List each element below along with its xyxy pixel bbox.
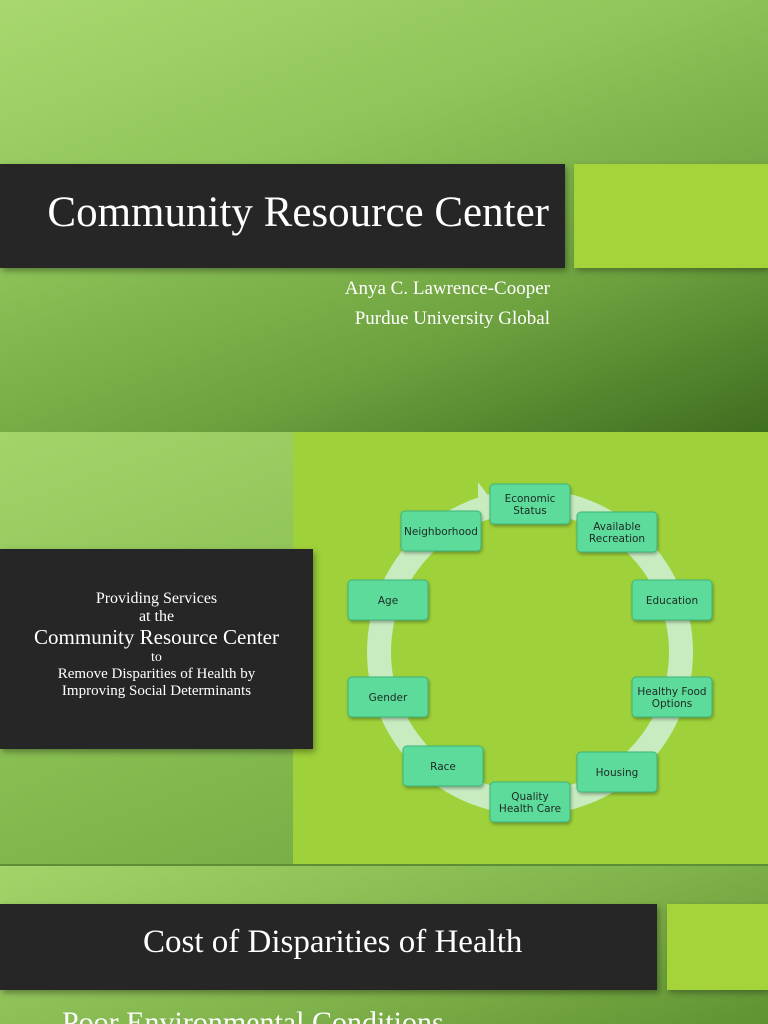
cycle-node-box bbox=[400, 510, 482, 552]
determinants-slide: Providing Services at the Community Reso… bbox=[0, 432, 768, 864]
services-line-4: to bbox=[151, 650, 162, 665]
services-line-3: Community Resource Center bbox=[34, 625, 279, 649]
services-text-box: Providing Services at the Community Reso… bbox=[0, 549, 313, 749]
slide-title: Cost of Disparities of Health bbox=[143, 924, 523, 960]
services-line-2: at the bbox=[138, 608, 175, 625]
cycle-node-box bbox=[576, 511, 658, 553]
cycle-arrow bbox=[478, 482, 493, 516]
services-line-6: Improving Social Determinants bbox=[61, 683, 252, 699]
cycle-node-box bbox=[631, 579, 713, 621]
cycle-node-box bbox=[347, 579, 429, 621]
cycle-node-label: Housing bbox=[596, 767, 639, 779]
cycle-node-label: Neighborhood bbox=[404, 526, 478, 538]
cycle-node-label: Race bbox=[430, 761, 456, 773]
cycle-node: Race bbox=[402, 745, 484, 787]
services-line-1: Providing Services bbox=[95, 590, 218, 607]
bullet-text: Poor Environmental Conditions bbox=[62, 1006, 444, 1024]
cycle-node: Age bbox=[347, 579, 429, 621]
cycle-node: Education bbox=[631, 579, 713, 621]
accent-block bbox=[574, 164, 768, 268]
title-bar: Cost of Disparities of Health bbox=[0, 904, 657, 990]
cycle-node-box bbox=[489, 483, 571, 525]
cycle-node: Neighborhood bbox=[400, 510, 482, 552]
cycle-node-label: Gender bbox=[369, 692, 408, 704]
cycle-node: Housing bbox=[576, 751, 658, 793]
cycle-node-box bbox=[631, 676, 713, 718]
cycle-node-label: Education bbox=[646, 595, 698, 607]
services-line-5: Remove Disparities of Health by bbox=[57, 666, 256, 682]
cycle-node-box bbox=[489, 781, 571, 823]
accent-block bbox=[667, 904, 768, 990]
cycle-node-label: Age bbox=[378, 595, 398, 607]
slide-title: Community Resource Center bbox=[47, 189, 549, 236]
cost-slide: Cost of Disparities of Health Poor Envir… bbox=[0, 866, 768, 1024]
cycle-node-box bbox=[576, 751, 658, 793]
cycle-node: Gender bbox=[347, 676, 429, 718]
institution-name: Purdue University Global bbox=[354, 308, 550, 329]
cycle-node-box bbox=[347, 676, 429, 718]
author-name: Anya C. Lawrence-Cooper bbox=[344, 278, 550, 299]
title-slide: Community Resource Center Anya C. Lawren… bbox=[0, 0, 768, 432]
cycle-node-box bbox=[402, 745, 484, 787]
title-bar: Community Resource Center bbox=[0, 164, 565, 268]
